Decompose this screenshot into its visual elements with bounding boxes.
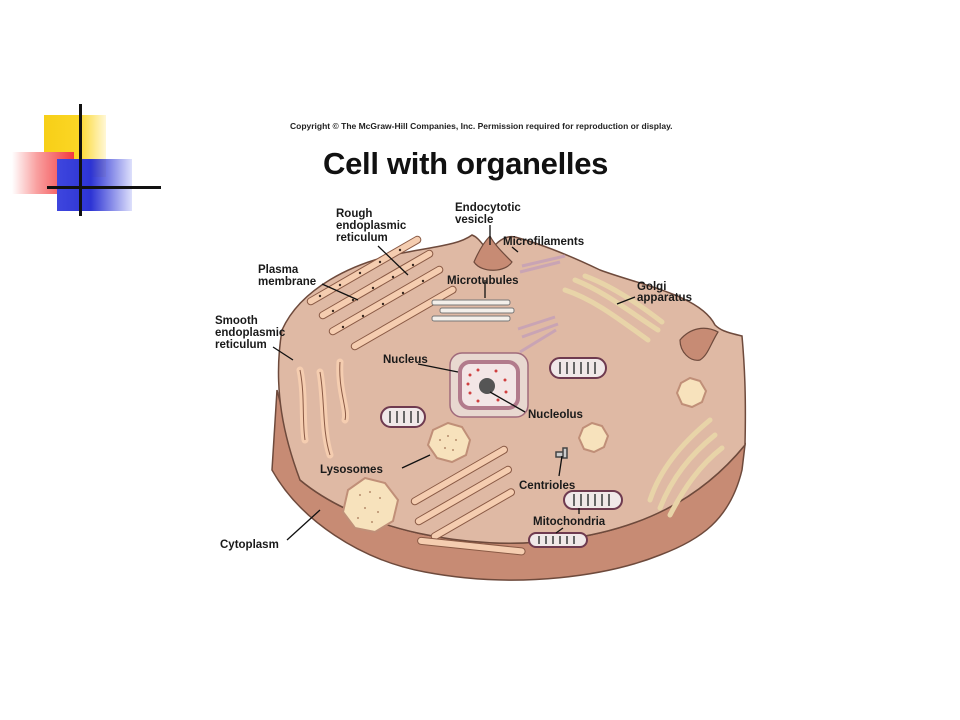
leader-lines [272,225,636,541]
rough-er-upper [306,235,457,351]
label-endocytotic-vesicle: Endocytotic vesicle [455,202,524,226]
lysosomes [341,376,708,534]
decorative-horizontal-line [47,186,161,189]
mitochondria-cristae [389,362,610,544]
slide-title: Cell with organelles [323,146,609,181]
label-nucleolus: Nucleolus [528,409,583,421]
centrioles [555,447,568,459]
label-rough-er: Rough endoplasmic reticulum [336,208,410,244]
copyright-notice: Copyright © The McGraw-Hill Companies, I… [290,121,673,131]
chromatin-dots [466,368,508,403]
golgi-lower [647,417,725,518]
lysosome-granules [357,435,457,523]
label-mitochondria: Mitochondria [533,516,606,528]
label-microtubules: Microtubules [447,275,519,287]
label-cytoplasm: Cytoplasm [220,539,279,551]
label-nucleus: Nucleus [383,354,428,366]
label-centrioles: Centrioles [519,480,575,492]
rough-er-lower [410,445,526,556]
smooth-er-outline [299,361,347,456]
microtubules [431,299,515,322]
decorative-vertical-line [79,104,82,216]
label-smooth-er: Smooth endoplasmic reticulum [215,315,289,351]
label-lysosomes: Lysosomes [320,464,383,476]
label-microfilaments: Microfilaments [503,236,584,248]
microfilaments [517,254,566,354]
nucleus [449,352,529,418]
golgi-upper [562,273,665,343]
label-golgi-apparatus: Golgi apparatus [637,281,692,304]
ribosome-dots-upper [318,248,425,329]
membrane-invagination [679,327,719,361]
endocytotic-vesicle-shape [473,234,513,271]
label-plasma-membrane: Plasma membrane [258,264,316,288]
decorative-blue-square [57,159,132,211]
